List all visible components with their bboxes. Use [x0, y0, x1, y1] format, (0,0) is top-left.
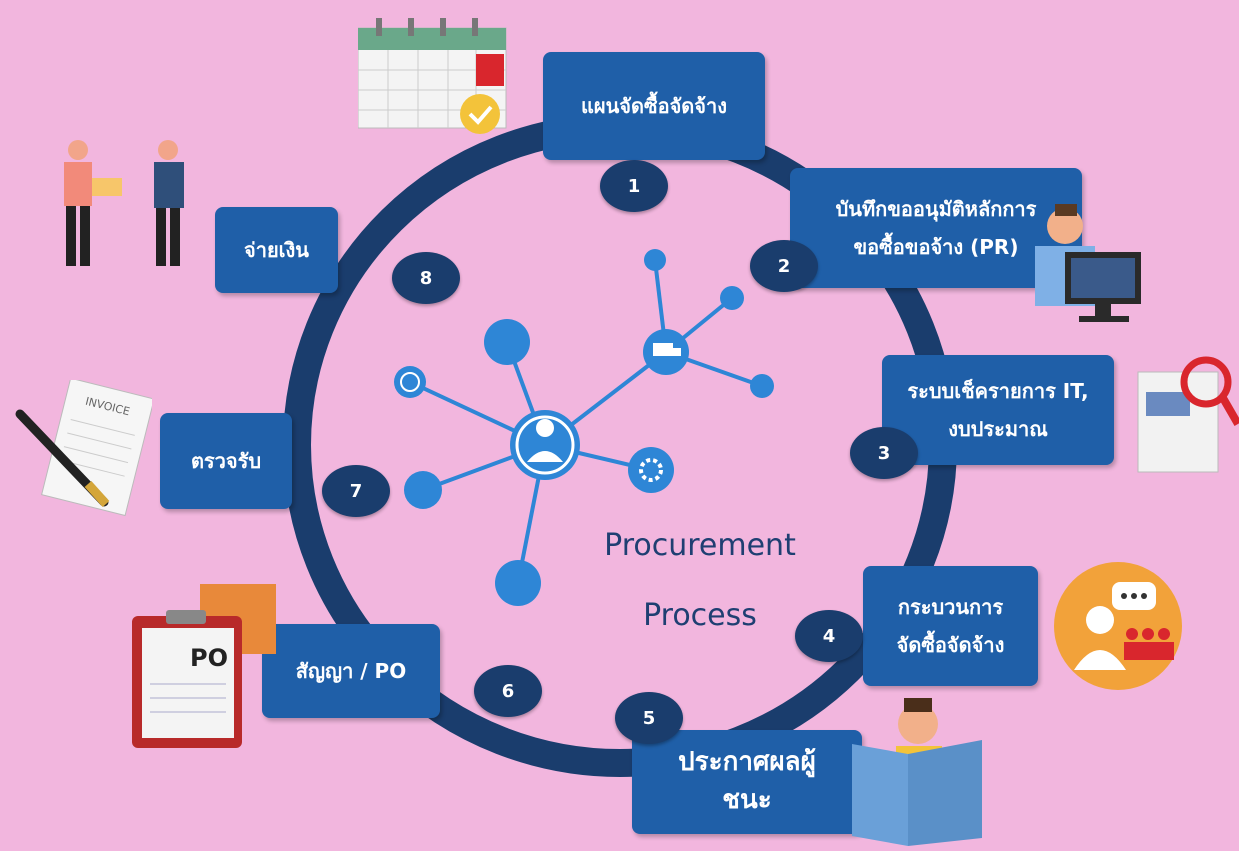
network-node — [750, 374, 774, 398]
step-5-number: 5 — [615, 692, 683, 744]
person-at-computer-icon — [1035, 204, 1141, 322]
step-3-number: 3 — [850, 427, 918, 479]
gear-icon — [639, 458, 663, 482]
step-6-box: สัญญา / PO — [262, 624, 440, 718]
step-8-box: จ่ายเงิน — [215, 207, 338, 293]
people-chat-icon — [1054, 562, 1182, 690]
person-folder-icon — [852, 698, 982, 846]
po-label: PO — [190, 644, 228, 672]
step-3-label-line2: งบประมาณ — [948, 417, 1048, 441]
step-1-number: 1 — [600, 160, 668, 212]
step-8-label: จ่ายเงิน — [244, 238, 309, 262]
truck-icon — [653, 343, 673, 356]
step-5-box: ประกาศผลผู้ ชนะ — [632, 730, 862, 834]
network-node — [495, 560, 541, 606]
step-5-label-line2: ชนะ — [722, 785, 772, 815]
step-6-label: สัญญา / PO — [295, 659, 407, 683]
group-icon — [400, 372, 420, 392]
network-node — [404, 471, 442, 509]
calendar-check-icon — [358, 18, 507, 134]
step-7-box: ตรวจรับ — [160, 413, 292, 509]
step-4-box: กระบวนการ จัดซื้อจัดจ้าง — [863, 566, 1038, 686]
step-4-number: 4 — [795, 610, 863, 662]
center-title-line1: Procurement — [604, 528, 796, 563]
step-2-label-line1: บันทึกขออนุมัติหลักการ — [835, 197, 1037, 221]
network-node — [644, 249, 666, 271]
network-hub-node — [510, 410, 580, 480]
network-nodes — [394, 249, 774, 606]
group-node — [394, 366, 426, 398]
user-icon — [536, 419, 554, 437]
step-2-label-line2: ขอซื้อขอจ้าง (PR) — [853, 235, 1019, 259]
document-magnifier-icon — [1137, 356, 1239, 473]
step-6-number: 6 — [474, 665, 542, 717]
step-5-label-line1: ประกาศผลผู้ — [678, 747, 816, 778]
center-title-line2: Process — [643, 598, 757, 633]
gear-node — [628, 447, 674, 493]
step-2-number: 2 — [750, 240, 818, 292]
people-handover-icon — [64, 140, 184, 266]
network-node — [720, 286, 744, 310]
step-3-box: ระบบเช็ครายการ IT, งบประมาณ — [882, 355, 1114, 465]
step-1-label: แผนจัดซื้อจัดจ้าง — [581, 94, 727, 118]
network-node — [484, 319, 530, 365]
step-4-label-line1: กระบวนการ — [897, 595, 1004, 619]
invoice-pen-icon: INVOICE — [15, 380, 152, 517]
step-1-box: แผนจัดซื้อจัดจ้าง — [543, 52, 765, 160]
step-4-label-line2: จัดซื้อจัดจ้าง — [896, 633, 1005, 657]
step-8-number: 8 — [392, 252, 460, 304]
step-3-label-line1: ระบบเช็ครายการ IT, — [907, 379, 1089, 403]
po-clipboard-icon: PO — [132, 584, 276, 748]
step-7-label: ตรวจรับ — [190, 449, 262, 473]
step-2-box: บันทึกขออนุมัติหลักการ ขอซื้อขอจ้าง (PR) — [790, 168, 1082, 288]
step-7-number: 7 — [322, 465, 390, 517]
